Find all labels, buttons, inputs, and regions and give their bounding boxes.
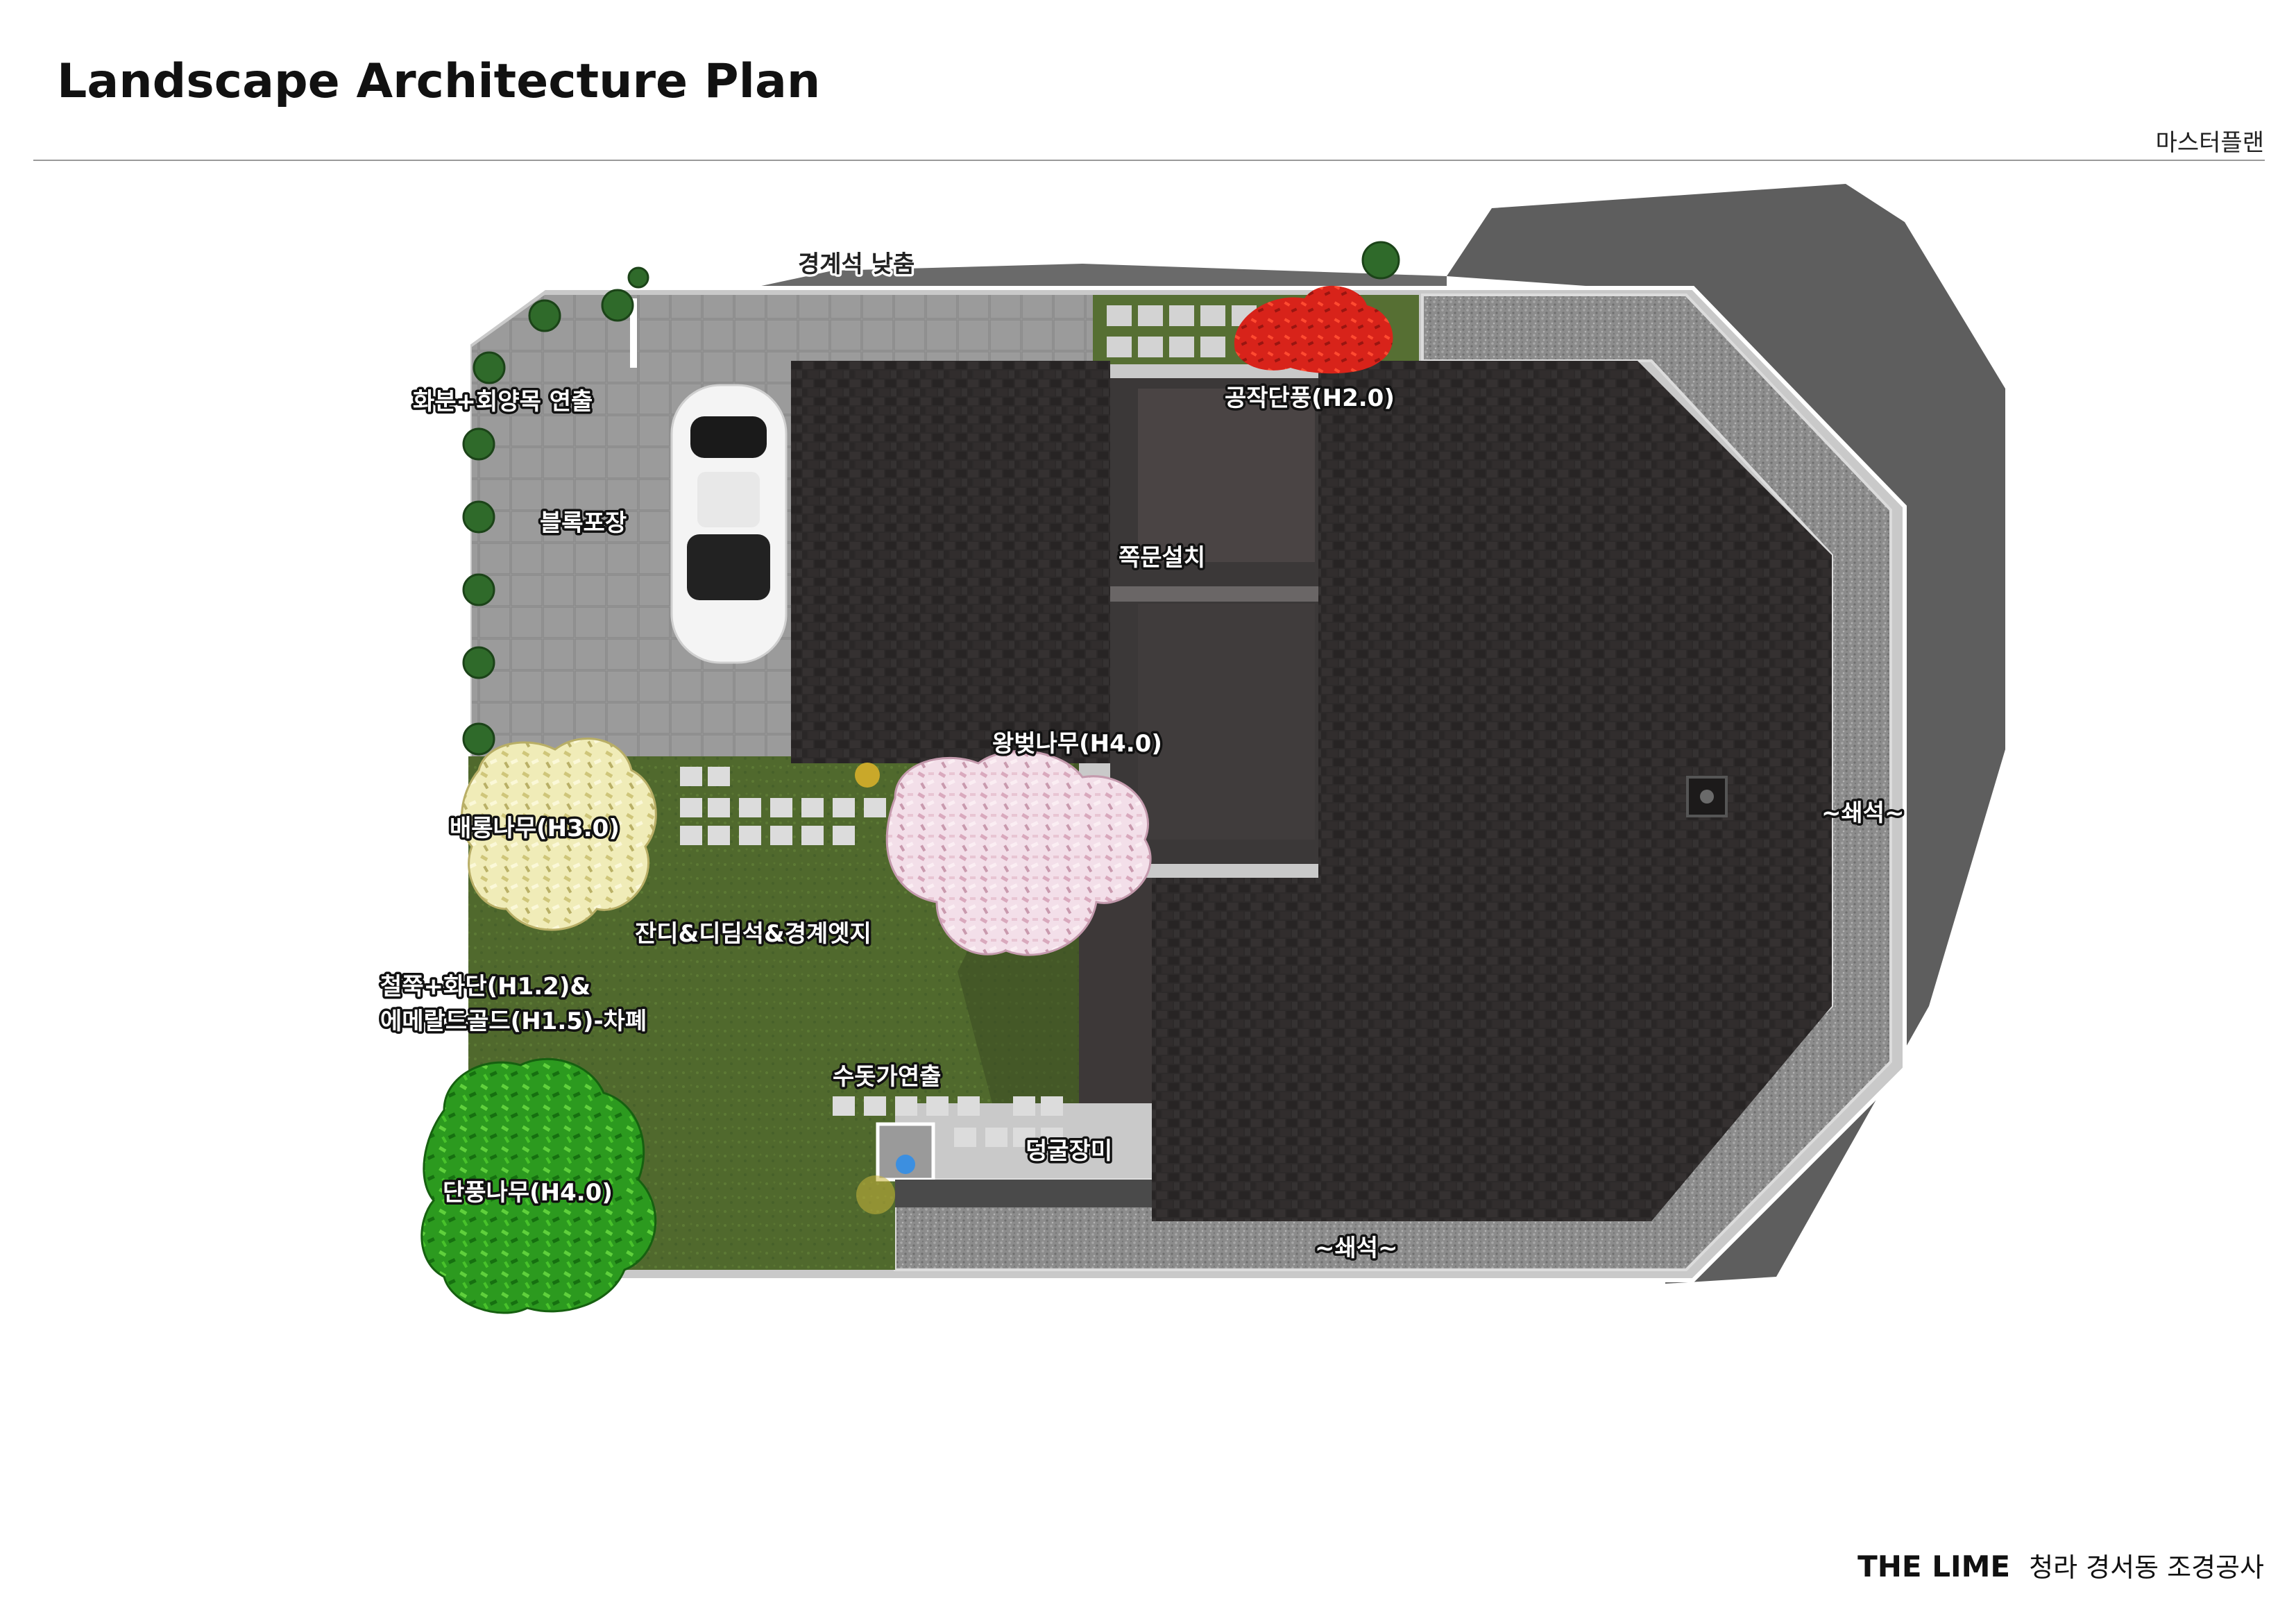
boundary-shadow	[735, 264, 1447, 291]
label-hedge-line2: 에메랄드골드(H1.5)-차폐	[380, 1008, 647, 1035]
page-subtitle: 마스터플랜	[2155, 129, 2264, 157]
red-maple-tree	[1234, 285, 1393, 374]
label-maple-tree: 단풍나무(H4.0)	[443, 1179, 613, 1207]
label-cherry-tree: 왕벚나무(H4.0)	[992, 730, 1162, 758]
parked-car	[670, 384, 788, 664]
crape-myrtle-tree	[461, 738, 657, 931]
side-gate-beam	[1110, 586, 1318, 602]
label-hedge-line1: 철쭉+화단(H1.2)&	[380, 973, 590, 1001]
roof-right-upper	[1318, 361, 1832, 878]
retaining-wall	[895, 1180, 1159, 1207]
label-gravel-bottom: ~쇄석~	[1315, 1234, 1398, 1262]
maple-tree	[420, 1057, 657, 1314]
top-stepping-stones	[1107, 305, 1288, 357]
lamp-glow	[856, 1175, 895, 1214]
vent-icon	[1700, 790, 1714, 804]
footer-project: 청라 경서동 조경공사	[2029, 1552, 2264, 1583]
label-block-paving: 블록포장	[540, 509, 627, 537]
label-gravel-right: ~쇄석~	[1821, 799, 1905, 827]
label-lawn-stepping: 잔디&디딤석&경계엣지	[635, 920, 871, 948]
water-feature-basin	[896, 1155, 915, 1174]
label-crape-myrtle: 배롱나무(H3.0)	[450, 815, 620, 842]
label-planter: 화분+회양목 연출	[413, 388, 593, 416]
footer-brand: THE LIME	[1857, 1549, 2011, 1583]
roof-courtyard-inner	[1138, 389, 1315, 562]
roof-lower	[1152, 878, 1832, 1221]
label-red-maple: 공작단풍(H2.0)	[1225, 384, 1395, 412]
label-boundary-stone: 경계석 낮춤	[798, 250, 915, 278]
lawn-stepping-stones	[680, 767, 1063, 1147]
cherry-tree	[885, 750, 1152, 956]
label-side-gate: 쪽문설치	[1119, 544, 1205, 572]
roof-left	[791, 361, 1110, 763]
roof-courtyard-inner2	[1138, 604, 1315, 840]
page-title: Landscape Architecture Plan	[57, 54, 821, 109]
label-water-feature: 수돗가연출	[833, 1063, 941, 1091]
header-divider	[33, 160, 2265, 161]
label-climbing-rose: 덩굴장미	[1026, 1137, 1112, 1165]
footer: THE LIME 청라 경서동 조경공사	[1857, 1546, 2264, 1584]
small-shrub	[855, 763, 880, 788]
chimney-vent	[1686, 776, 1728, 817]
parking-marker	[630, 298, 637, 368]
boundary-shrubs	[462, 241, 1400, 756]
